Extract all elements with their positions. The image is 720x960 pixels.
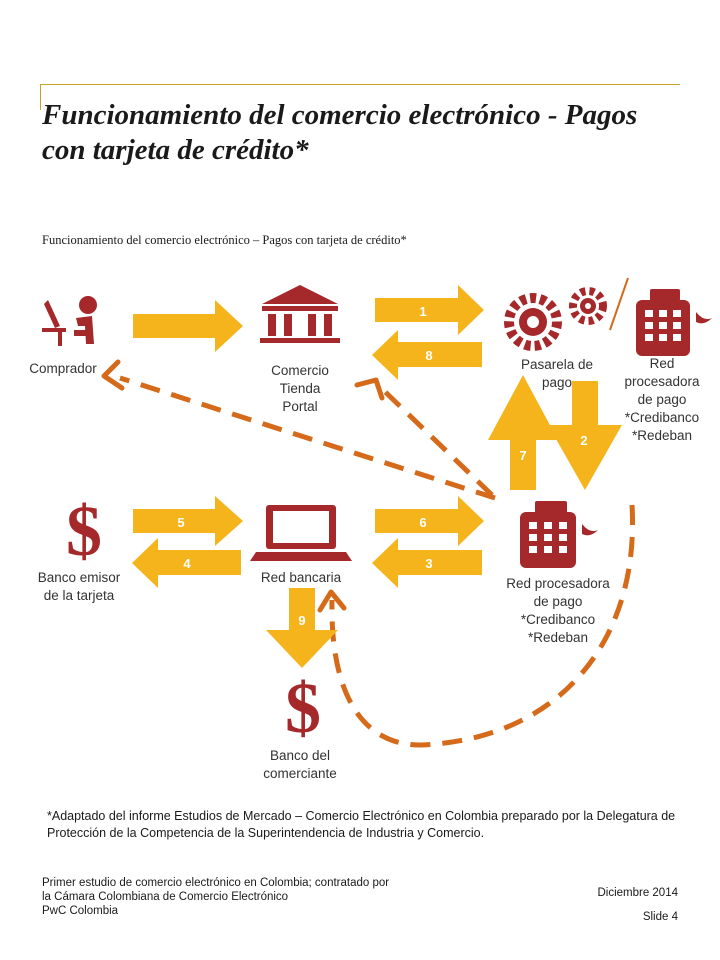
label-comercio: Comercio Tienda Portal <box>250 362 350 416</box>
label-red-top-line5: *Redeban <box>631 428 693 443</box>
label-red-mid-line4: *Redeban <box>527 630 589 645</box>
step-7-label: 7 <box>519 448 526 463</box>
bank-building-icon <box>260 285 340 343</box>
dashed-arrowhead-red-bancaria <box>317 589 347 613</box>
step-6-label: 6 <box>419 515 426 530</box>
label-red-mid-line3: *Credibanco <box>520 612 596 627</box>
step-4-label: 4 <box>183 556 191 571</box>
label-comprador: Comprador <box>8 360 118 378</box>
label-red-mid-line1: Red procesadora <box>506 576 610 591</box>
arrow-step-5 <box>133 496 243 546</box>
payment-flow-diagram: 1 8 2 7 5 4 6 3 9 <box>42 277 712 748</box>
arrow-step-6 <box>375 496 484 546</box>
dashed-arrow-to-comprador <box>119 375 496 501</box>
dollar-icon-banco-comerciante: $ <box>285 668 321 748</box>
arrow-step-8 <box>372 330 482 380</box>
label-banco-emisor: Banco emisor de la tarjeta <box>24 569 134 605</box>
arrow-step-9 <box>266 588 338 668</box>
label-pasarela: Pasarela de pago <box>502 356 612 392</box>
step-3-label: 3 <box>425 556 432 571</box>
page-subtitle: Funcionamiento del comercio electrónico … <box>42 233 407 247</box>
pos-terminal-icon-mid <box>520 501 598 568</box>
footer-left: Primer estudio de comercio electrónico e… <box>42 876 462 918</box>
dashed-arrow-to-comercio <box>376 383 494 497</box>
step-1-label: 1 <box>419 304 426 319</box>
step-9-label: 9 <box>298 613 305 628</box>
label-red-procesadora-top: Red procesadora de pago *Credibanco *Red… <box>606 355 718 445</box>
label-comercio-line2: Tienda <box>279 381 321 396</box>
label-red-top-line1: Red <box>649 356 675 371</box>
dashed-arrowhead-comprador <box>101 359 125 391</box>
label-red-top-line4: *Credibanco <box>624 410 700 425</box>
label-red-procesadora-mid: Red procesadora de pago *Credibanco *Red… <box>488 575 628 647</box>
pos-terminal-icon-top <box>636 289 712 356</box>
label-red-mid-line2: de pago <box>533 594 583 609</box>
arrow-step-1 <box>375 285 484 335</box>
page-title: Funcionamiento del comercio electrónico … <box>42 99 638 166</box>
dollar-icon-banco-emisor: $ <box>66 491 102 571</box>
label-comercio-line1: Comercio <box>271 363 329 378</box>
label-banco-comerciante-line2: comerciante <box>263 766 337 781</box>
label-comercio-line3: Portal <box>282 399 318 414</box>
arrow-step-3 <box>372 538 482 588</box>
label-red-top-line2: procesadora <box>624 374 700 389</box>
step-2-label: 2 <box>580 433 587 448</box>
footer-left-line2: la Cámara Colombiana de Comercio Electró… <box>42 891 289 903</box>
label-banco-comerciante: Banco del comerciante <box>245 747 355 783</box>
title-divider-vertical <box>40 84 41 110</box>
step-5-label: 5 <box>177 515 184 530</box>
footnote: *Adaptado del informe Estudios de Mercad… <box>47 809 676 840</box>
arrow-step-7 <box>488 375 558 490</box>
label-banco-emisor-line2: de la tarjeta <box>43 588 115 603</box>
label-red-bancaria: Red bancaria <box>246 569 356 587</box>
label-banco-comerciante-line1: Banco del <box>269 748 331 763</box>
step-8-label: 8 <box>425 348 432 363</box>
title-divider <box>40 84 680 85</box>
dashed-arrowhead-comercio <box>354 377 385 401</box>
arrow-step-2 <box>548 381 622 490</box>
footer-left-line1: Primer estudio de comercio electrónico e… <box>42 877 390 889</box>
label-banco-emisor-line1: Banco emisor <box>37 570 121 585</box>
dashed-curve-to-red-bancaria <box>329 504 636 748</box>
label-comprador-text: Comprador <box>29 361 97 376</box>
gears-icon <box>504 287 607 351</box>
label-pasarela-line2: pago <box>541 375 573 390</box>
footer-slide: Slide 4 <box>642 911 678 923</box>
label-red-bancaria-text: Red bancaria <box>260 570 342 585</box>
arrow-comprador-to-comercio <box>133 300 243 352</box>
label-red-top-line3: de pago <box>637 392 687 407</box>
separator-line <box>609 277 629 331</box>
laptop-icon <box>250 505 352 561</box>
footer-left-line3: PwC Colombia <box>42 905 119 917</box>
label-pasarela-line1: Pasarela de <box>520 357 594 372</box>
arrow-step-4 <box>132 538 241 588</box>
footer-date: Diciembre 2014 <box>597 887 678 899</box>
person-icon <box>42 296 97 346</box>
